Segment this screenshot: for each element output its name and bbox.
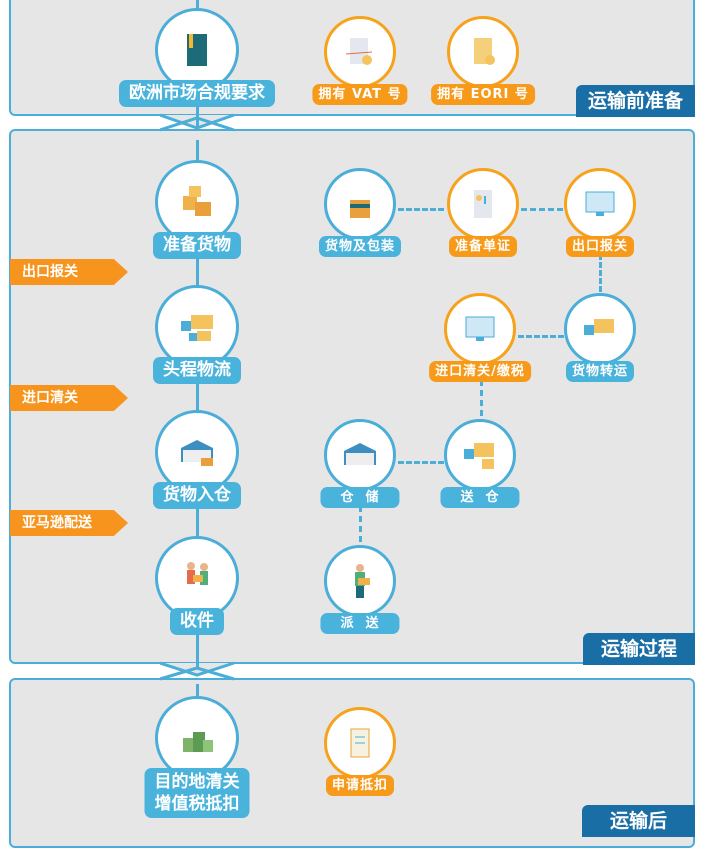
section-tag-pre: 运输前准备 [575,85,695,117]
substep-label: 出口报关 [565,236,635,257]
step-label: 收件 [170,608,224,635]
arrow-export-customs: 出口报关 [10,259,128,285]
arrow-import-customs: 进口清关 [10,385,128,411]
document-check-icon [447,16,519,88]
money-stack-icon [155,696,239,780]
substep-label: 货物转运 [565,361,635,382]
connector [359,506,362,542]
substep-label: 进口清关/缴税 [429,361,531,382]
substep-label: 拥有 VAT 号 [312,84,408,105]
chevron-connector [160,113,235,132]
step-label: 货物入仓 [153,482,241,509]
truck-icon [564,293,636,365]
monitor-icon [444,293,516,365]
substep-label: 仓 储 [320,487,400,508]
step-label: 头程物流 [153,357,241,384]
timeline-line [196,140,199,668]
connector [599,254,602,292]
arrow-amazon-delivery: 亚马逊配送 [10,510,128,536]
warehouse-icon [324,419,396,491]
trucks-icon [444,419,516,491]
package-icon [324,168,396,240]
connector [521,208,563,211]
substep-label: 拥有 EORI 号 [431,84,535,105]
connector [518,335,564,338]
step-label: 准备货物 [153,232,241,259]
warehouse-icon [155,410,239,494]
section-tag-transit: 运输过程 [582,633,695,665]
substep-label: 申请抵扣 [325,775,395,796]
step-label: 欧洲市场合规要求 [119,80,275,107]
clipboard-icon [324,707,396,779]
boxes-icon [155,160,239,244]
monitor-icon [564,168,636,240]
step-label: 目的地清关增值税抵扣 [144,768,250,818]
substep-label: 货物及包装 [318,236,402,257]
substep-label: 派 送 [320,613,400,634]
connector [398,208,444,211]
section-tag-post: 运输后 [581,805,695,837]
connector [398,461,444,464]
chevron-connector [160,661,235,681]
courier-icon [324,545,396,617]
report-icon [447,168,519,240]
substep-label: 准备单证 [448,236,518,257]
document-check-icon [324,16,396,88]
connector [480,380,483,416]
substep-label: 送 仓 [440,487,520,508]
